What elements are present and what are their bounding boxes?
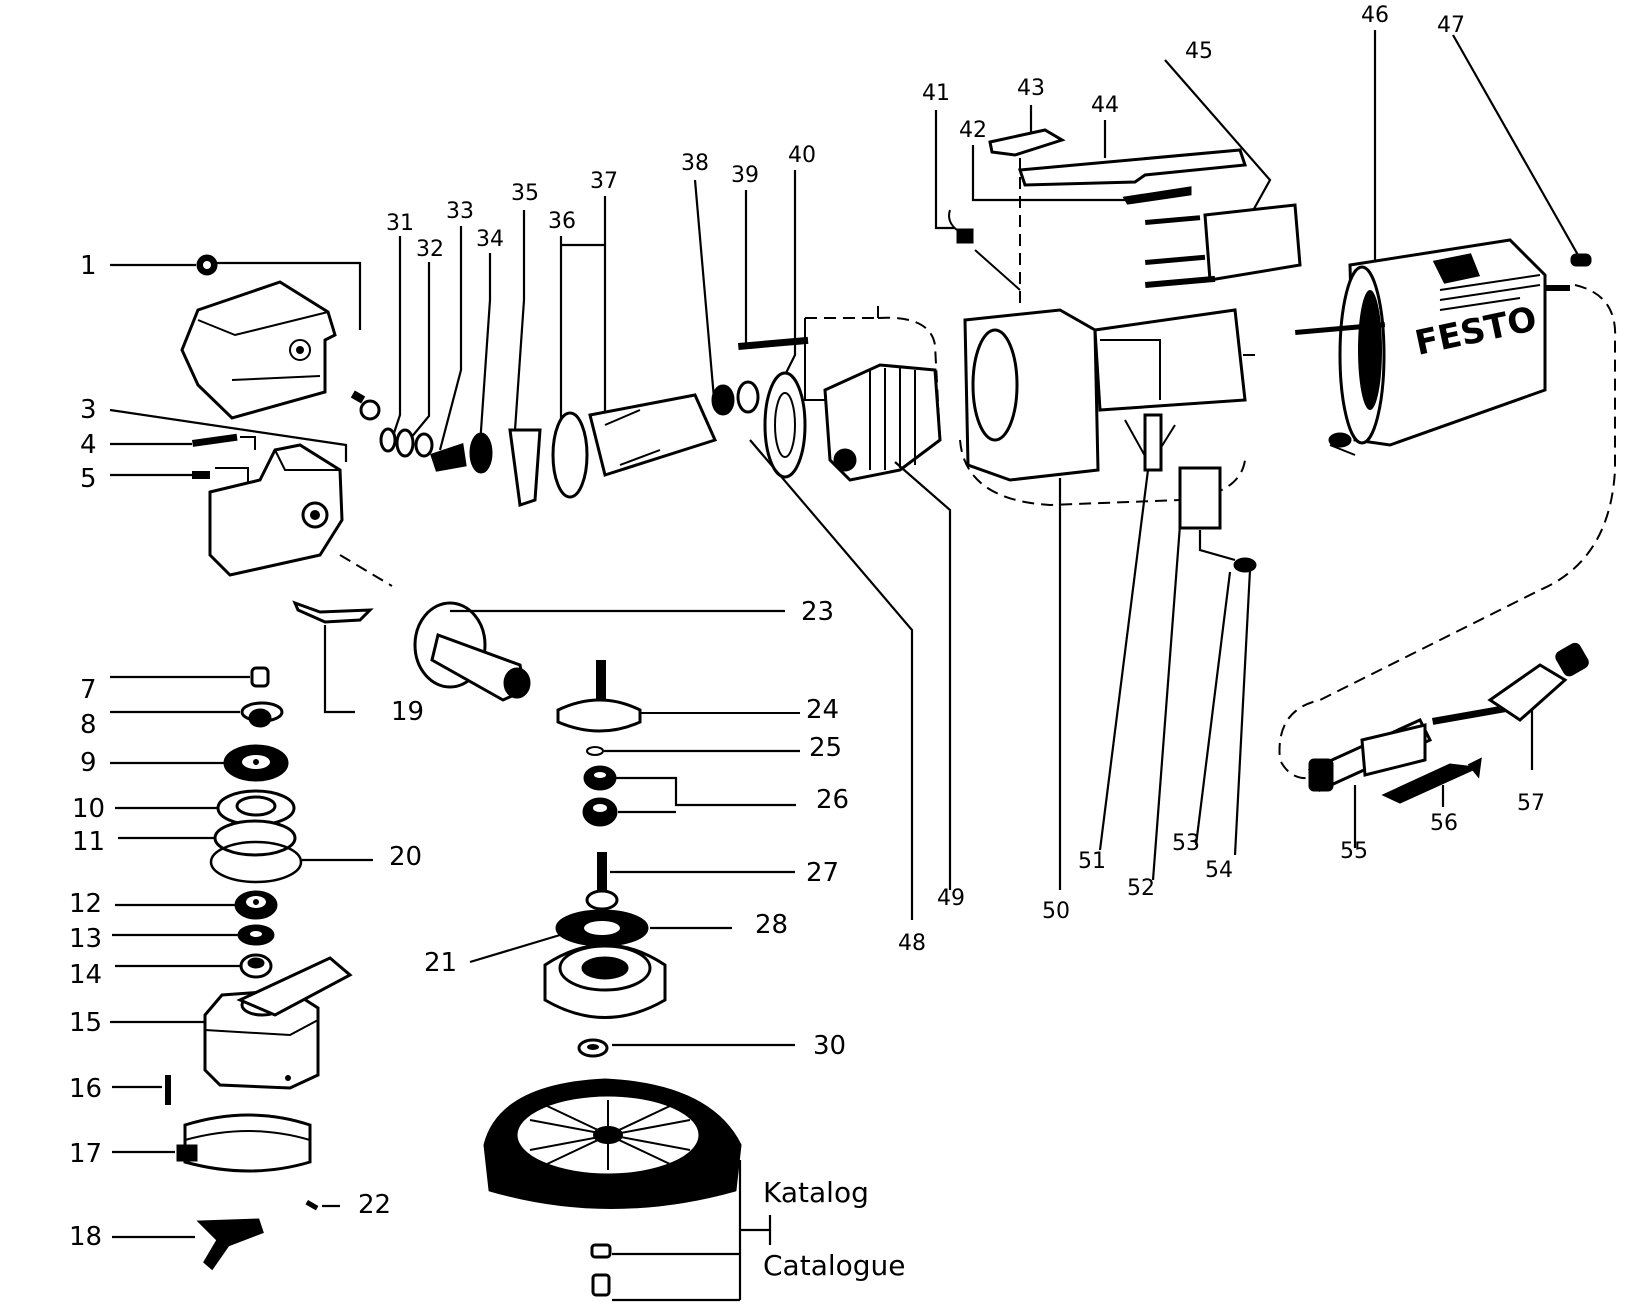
part-18-wing-screw xyxy=(112,1218,264,1271)
cable-and-plug xyxy=(1307,642,1589,804)
part-23-side-handle xyxy=(413,601,785,702)
label-38: 38 xyxy=(681,151,709,176)
label-41: 41 xyxy=(922,81,950,106)
label-1: 1 xyxy=(80,251,97,281)
label-21: 21 xyxy=(424,948,457,978)
gear-housing xyxy=(208,443,344,577)
label-51: 51 xyxy=(1078,849,1106,874)
part-26-bearings xyxy=(582,765,796,827)
part-28-washer xyxy=(555,909,732,947)
part-11-ring xyxy=(118,819,297,857)
motor-field-and-housing xyxy=(804,305,1260,507)
label-22: 22 xyxy=(358,1190,391,1220)
part-25-circlip xyxy=(586,746,800,756)
cable-dash-outline xyxy=(1278,284,1617,780)
label-43: 43 xyxy=(1017,76,1045,101)
part-24-spindle xyxy=(556,660,800,733)
label-35: 35 xyxy=(511,181,539,206)
label-15: 15 xyxy=(69,1008,102,1038)
pad-screws xyxy=(590,1160,772,1302)
part-19-spring xyxy=(292,600,374,714)
label-49: 49 xyxy=(937,886,965,911)
label-36: 36 xyxy=(548,209,576,234)
label-40: 40 xyxy=(788,143,816,168)
part-30-nut xyxy=(577,1038,795,1058)
label-39: 39 xyxy=(731,163,759,188)
label-20: 20 xyxy=(389,842,422,872)
part-46-motor-cover: FESTO xyxy=(1294,30,1570,447)
label-catalogue: Catalogue xyxy=(763,1249,906,1282)
label-9: 9 xyxy=(80,748,97,778)
part-12-bearing xyxy=(115,890,278,920)
label-7: 7 xyxy=(80,675,97,705)
label-14: 14 xyxy=(69,960,102,990)
label-23: 23 xyxy=(801,597,834,627)
label-11: 11 xyxy=(72,827,105,857)
label-28: 28 xyxy=(755,910,788,940)
label-55: 55 xyxy=(1340,839,1368,864)
gear-cover-top xyxy=(180,280,337,420)
part-7-nut xyxy=(110,666,270,688)
part-21-eccentric xyxy=(469,933,667,1019)
part-1-nut xyxy=(110,254,362,330)
label-34: 34 xyxy=(476,227,504,252)
part-8-flange xyxy=(110,701,284,728)
bottom-leaders xyxy=(749,439,1252,920)
sanding-pad xyxy=(483,1078,742,1209)
label-16: 16 xyxy=(69,1074,102,1104)
label-27: 27 xyxy=(806,858,839,888)
label-47: 47 xyxy=(1437,13,1465,38)
label-24: 24 xyxy=(806,695,839,725)
part-22-pin xyxy=(305,1200,340,1211)
label-30: 30 xyxy=(813,1031,846,1061)
label-19: 19 xyxy=(391,697,424,727)
label-10: 10 xyxy=(72,794,105,824)
label-12: 12 xyxy=(69,889,102,919)
part-27-shaft xyxy=(585,852,795,911)
part-14-bushing xyxy=(115,953,273,979)
switch-slide-parts xyxy=(934,59,1302,310)
part-9-bearing xyxy=(110,744,289,782)
label-31: 31 xyxy=(386,211,414,236)
label-53: 53 xyxy=(1172,831,1200,856)
part-15-flange-housing xyxy=(110,956,353,1090)
label-18: 18 xyxy=(69,1222,102,1252)
label-33: 33 xyxy=(446,199,474,224)
label-32: 32 xyxy=(416,237,444,262)
part-20-oring xyxy=(209,840,373,884)
label-54: 54 xyxy=(1205,858,1233,883)
label-45: 45 xyxy=(1185,39,1213,64)
label-17: 17 xyxy=(69,1139,102,1169)
label-8: 8 xyxy=(80,710,97,740)
label-46: 46 xyxy=(1361,3,1389,28)
label-56: 56 xyxy=(1430,811,1458,836)
label-37: 37 xyxy=(590,169,618,194)
label-42: 42 xyxy=(959,118,987,143)
label-52: 52 xyxy=(1127,876,1155,901)
label-katalog: Katalog xyxy=(763,1176,869,1209)
part-4-screw xyxy=(110,433,256,450)
label-50: 50 xyxy=(1042,899,1070,924)
part-5-screw xyxy=(110,467,249,485)
label-44: 44 xyxy=(1091,93,1119,118)
cover-screw xyxy=(350,390,381,421)
switch-parts xyxy=(1143,413,1356,573)
part-13-washer xyxy=(112,924,275,946)
label-26: 26 xyxy=(816,785,849,815)
top-row-parts xyxy=(379,170,809,507)
part-47-screw xyxy=(1452,34,1592,267)
part-16-pin xyxy=(112,1075,171,1105)
label-5: 5 xyxy=(80,464,97,494)
label-57: 57 xyxy=(1517,791,1545,816)
assembly-line xyxy=(339,554,393,587)
label-3: 3 xyxy=(80,395,97,425)
bottom-right-leaders xyxy=(1353,710,1534,848)
leader-3 xyxy=(109,408,348,462)
label-48: 48 xyxy=(898,931,926,956)
label-25: 25 xyxy=(809,733,842,763)
label-13: 13 xyxy=(69,924,102,954)
part-17-clamp-ring xyxy=(112,1113,312,1173)
part-10-washer xyxy=(115,789,296,827)
label-4: 4 xyxy=(80,430,97,460)
